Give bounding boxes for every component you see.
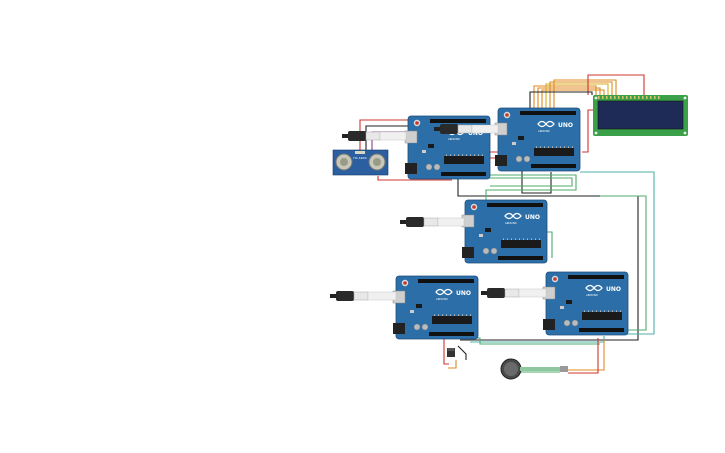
wire-lcd-orange-4[interactable] xyxy=(545,83,609,110)
usb-cable-b[interactable] xyxy=(433,123,499,135)
arduino-board-b[interactable]: UNO ARDUINO xyxy=(494,107,581,172)
board-e-brand: ARDUINO xyxy=(586,293,598,297)
wire-temp-black[interactable] xyxy=(457,345,467,360)
board-a-uno: UNO xyxy=(468,130,483,137)
arduino-board-e[interactable]: UNO ARDUINO xyxy=(542,271,629,336)
board-d-uno: UNO xyxy=(456,290,471,297)
board-b-brand: ARDUINO xyxy=(538,129,550,133)
usb-cable-d[interactable] xyxy=(329,290,397,302)
lcd-display[interactable] xyxy=(593,95,688,136)
usb-cable-e[interactable] xyxy=(480,287,547,299)
wire-lcd-red-top[interactable] xyxy=(587,74,645,95)
wire-sensor-red-bottom[interactable] xyxy=(377,176,452,181)
usb-cable-c[interactable] xyxy=(399,216,465,228)
usb-cable-a[interactable] xyxy=(341,130,407,142)
lcd-pins xyxy=(598,96,660,99)
wire-bus-green-5[interactable] xyxy=(470,337,600,345)
wire-force-orange[interactable] xyxy=(566,340,605,371)
arduino-board-a[interactable]: UNO ARDUINO xyxy=(404,115,491,180)
wire-lcd-orange-2[interactable] xyxy=(537,87,601,110)
wire-temp-red[interactable] xyxy=(443,338,449,365)
wire-lcd-black[interactable] xyxy=(529,91,593,110)
board-e-uno: UNO xyxy=(606,286,621,293)
wire-sensor-red[interactable] xyxy=(359,119,410,152)
ultrasonic-sensor[interactable]: HC-SR04 xyxy=(332,149,389,176)
wire-bus-green-2[interactable] xyxy=(482,177,573,187)
wire-lcd-orange-6[interactable] xyxy=(553,79,617,110)
force-sensor[interactable] xyxy=(500,358,568,380)
temperature-sensor[interactable] xyxy=(447,348,455,357)
board-b-uno: UNO xyxy=(558,122,573,129)
wire-lcd-red-side[interactable] xyxy=(582,109,596,153)
board-c-brand: ARDUINO xyxy=(505,221,517,225)
arduino-board-d[interactable]: UNO ARDUINO xyxy=(392,275,479,340)
wire-temp-orange[interactable] xyxy=(448,360,457,369)
arduino-board-c[interactable]: UNO ARDUINO xyxy=(461,199,548,264)
wire-lcd-orange-3[interactable] xyxy=(541,89,605,110)
wire-sensor-black[interactable] xyxy=(365,125,410,152)
wire-bus-black-2[interactable] xyxy=(521,170,552,194)
board-d-brand: ARDUINO xyxy=(436,297,448,301)
board-a-brand: ARDUINO xyxy=(448,137,460,141)
ultrasonic-label: HC-SR04 xyxy=(353,156,366,160)
wire-lcd-orange-5[interactable] xyxy=(549,81,613,110)
wire-bus-teal-2[interactable] xyxy=(470,336,605,343)
board-c-uno: UNO xyxy=(525,214,540,221)
wire-force-red[interactable] xyxy=(568,338,599,374)
